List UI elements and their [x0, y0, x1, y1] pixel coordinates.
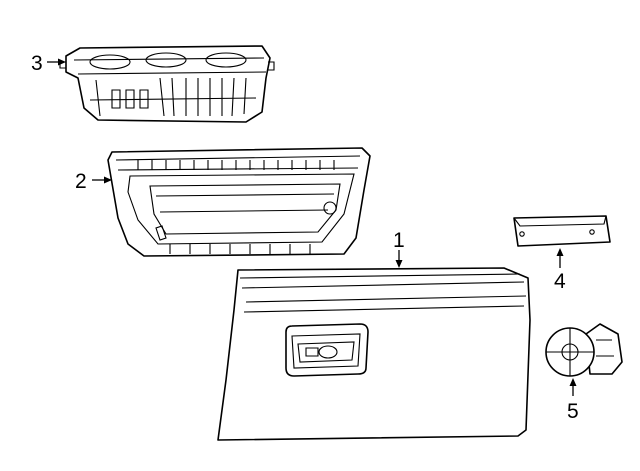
part-4-striker-bracket[interactable]	[513, 215, 611, 247]
callout-2: 2	[75, 170, 87, 193]
part-1-glove-box-door[interactable]	[217, 267, 531, 441]
part-3-upper-storage-bin[interactable]	[59, 45, 275, 123]
part-2-glove-box-bin[interactable]	[107, 147, 371, 257]
callout-4: 4	[554, 270, 566, 293]
callout-3: 3	[31, 52, 43, 75]
leader-lines	[47, 58, 577, 396]
part-5-lock-cylinder[interactable]	[545, 323, 623, 377]
callout-1: 1	[393, 229, 405, 252]
callout-5: 5	[567, 400, 579, 423]
